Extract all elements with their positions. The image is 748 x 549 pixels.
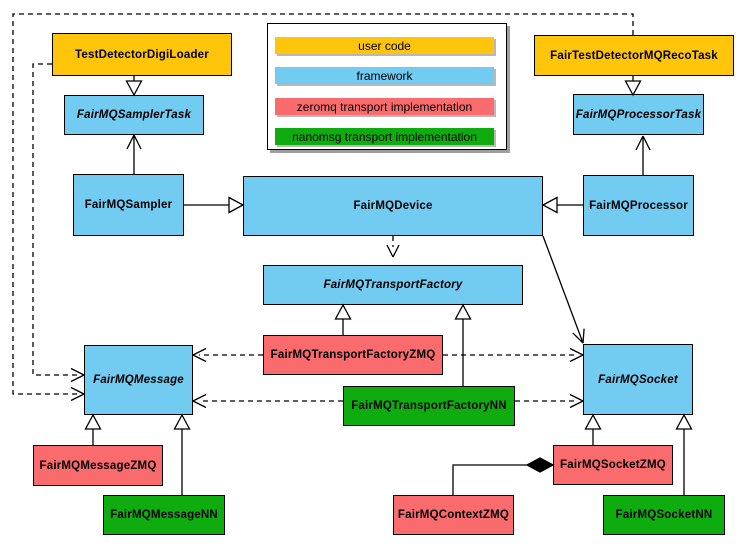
- node-fairmqmessagezmq: FairMQMessageZMQ: [33, 445, 163, 486]
- edge-device-socket: [542, 235, 585, 344]
- edge-contextzmq-socketzmq: [452, 457, 555, 495]
- node-fairmqmessage: FairMQMessage: [84, 345, 193, 415]
- edge-processor-device: [541, 196, 583, 214]
- node-label: FairMQSocketZMQ: [560, 459, 666, 471]
- legend: user code framework zeromq transport imp…: [267, 23, 507, 150]
- legend-label: zeromq transport implementation: [296, 99, 473, 114]
- node-fairmqdevice: FairMQDevice: [243, 176, 543, 236]
- edge-factoryzmq-socket: [443, 347, 584, 363]
- node-label: TestDetectorDigiLoader: [75, 48, 209, 61]
- edge-factoryzmq-transportfactory: [334, 303, 352, 335]
- node-fairmqcontextzmq: FairMQContextZMQ: [393, 495, 514, 535]
- edge-factorynn-message: [192, 393, 343, 409]
- node-label: FairTestDetectorMQRecoTask: [550, 49, 718, 62]
- node-label: FairMQSocket: [598, 373, 678, 386]
- node-fairmqprocessor: FairMQProcessor: [583, 175, 694, 236]
- node-label: FairMQSamplerTask: [76, 109, 192, 121]
- node-label: FairMQTransportFactoryNN: [351, 400, 507, 412]
- node-fairmqprocessortask: FairMQProcessorTask: [573, 94, 704, 135]
- node-label: FairMQMessageNN: [110, 509, 218, 521]
- legend-item-user-code: user code: [275, 37, 494, 54]
- node-label: FairMQProcessorTask: [575, 108, 702, 121]
- node-label: FairMQContextZMQ: [397, 509, 510, 521]
- node-label: FairMQProcessor: [589, 199, 688, 212]
- edge-messagezmq-message: [84, 413, 102, 445]
- legend-label: nanomsg transport implementation: [292, 129, 477, 144]
- node-fairmqtransportfactorynn: FairMQTransportFactoryNN: [343, 386, 515, 426]
- edge-device-transportfactory: [386, 236, 400, 258]
- edge-sampler-device: [184, 196, 245, 214]
- edge-messagenn-message: [173, 413, 191, 495]
- node-fairmqsampler: FairMQSampler: [73, 174, 184, 236]
- legend-label: user code: [358, 38, 411, 53]
- node-label: FairMQTransportFactory: [323, 279, 463, 291]
- legend-label: framework: [356, 68, 413, 83]
- legend-item-nanomsg: nanomsg transport implementation: [275, 128, 494, 145]
- edge-processor-processortask: [635, 135, 651, 175]
- node-fairmqtransportfactory: FairMQTransportFactory: [263, 265, 523, 305]
- node-fairmqtransportfactoryzmq: FairMQTransportFactoryZMQ: [263, 335, 443, 375]
- edge-recotask-processortask: [624, 76, 642, 97]
- node-testdetectordigiloader: TestDetectorDigiLoader: [52, 33, 232, 76]
- node-label: FairMQSocketNN: [615, 509, 713, 521]
- node-label: FairMQDevice: [353, 200, 433, 212]
- node-fairmqsocket: FairMQSocket: [583, 344, 693, 415]
- legend-item-framework: framework: [275, 67, 494, 84]
- node-label: FairMQMessage: [93, 374, 184, 386]
- legend-item-zeromq: zeromq transport implementation: [275, 98, 494, 115]
- node-label: FairMQMessageZMQ: [39, 459, 157, 472]
- node-fairmqsocketzmq: FairMQSocketZMQ: [553, 445, 673, 485]
- edge-factoryzmq-message: [192, 347, 263, 363]
- edge-factorynn-transportfactory: [454, 303, 472, 386]
- node-fairmqsocketnn: FairMQSocketNN: [603, 495, 725, 535]
- edge-sampler-samplertask: [126, 134, 142, 174]
- edge-socketnn-socket: [675, 413, 693, 495]
- edge-factorynn-socket: [515, 393, 584, 409]
- edge-socketzmq-socket: [584, 413, 602, 445]
- node-fairtestdetectormqrecotask: FairTestDetectorMQRecoTask: [534, 35, 734, 76]
- edge-digiloader-samplertask: [125, 75, 143, 97]
- node-fairmqsamplertask: FairMQSamplerTask: [64, 95, 204, 135]
- node-fairmqmessagenn: FairMQMessageNN: [103, 495, 225, 535]
- node-label: FairMQSampler: [84, 199, 173, 211]
- node-label: FairMQTransportFactoryZMQ: [270, 349, 436, 361]
